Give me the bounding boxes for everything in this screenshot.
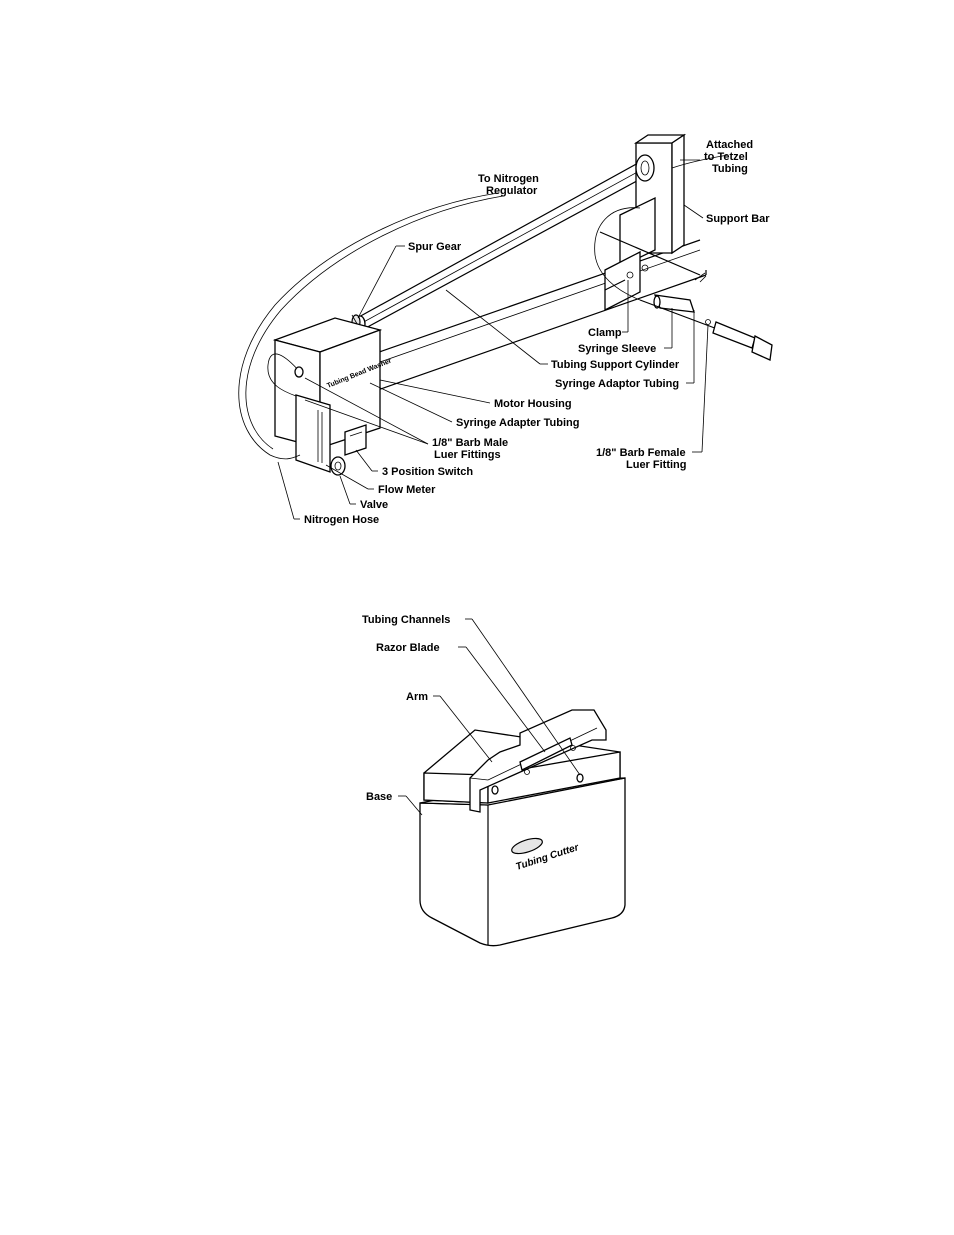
- label-barb-male-1: 1/8" Barb Male: [432, 437, 508, 449]
- label-barb-female-1: 1/8" Barb Female: [596, 447, 686, 459]
- tubing-channels: [491, 773, 584, 795]
- label-base: Base: [366, 791, 392, 803]
- label-support-bar: Support Bar: [706, 213, 770, 225]
- label-syringe-sleeve: Syringe Sleeve: [578, 343, 656, 355]
- adapter-tubing-loop: [267, 353, 301, 397]
- syringe-adaptor-tubing: [594, 207, 641, 301]
- label-syringe-adaptor-tubing: Syringe Adaptor Tubing: [555, 378, 679, 390]
- figure1-labels: Attached to Tetzel Tubing To Nitrogen Re…: [277, 139, 770, 526]
- syringe-sleeve: [653, 294, 695, 313]
- nitrogen-hose: [238, 192, 499, 460]
- barb-fitting-top: [294, 366, 304, 378]
- label-barb-male-2: Luer Fittings: [434, 449, 501, 461]
- label-razor-blade: Razor Blade: [376, 642, 440, 654]
- tubing-cutter-figure: Tubing Cutter: [419, 709, 626, 947]
- base-rails: [364, 239, 707, 396]
- label-barb-female-2: Luer Fitting: [626, 459, 687, 471]
- label-tubing-support-cylinder: Tubing Support Cylinder: [551, 359, 680, 371]
- valve: [330, 456, 346, 476]
- syringe: [639, 299, 773, 361]
- label-arm: Arm: [406, 691, 428, 703]
- label-attached-3: Tubing: [712, 163, 748, 175]
- label-nitrogen-hose: Nitrogen Hose: [304, 514, 379, 526]
- three-position-switch: [344, 424, 367, 456]
- label-spur-gear: Spur Gear: [408, 241, 462, 253]
- cutter-base: Tubing Cutter: [419, 777, 626, 947]
- label-motor-housing: Motor Housing: [494, 398, 572, 410]
- label-to-nitrogen-2: Regulator: [486, 185, 538, 197]
- flow-meter: [295, 394, 331, 473]
- label-attached-2: to Tetzel: [704, 151, 748, 163]
- label-flow-meter: Flow Meter: [378, 484, 436, 496]
- figure2-labels: Tubing Channels Razor Blade Arm Base: [362, 614, 581, 816]
- label-syringe-adapter-tubing: Syringe Adapter Tubing: [456, 417, 579, 429]
- clamp: [599, 196, 701, 312]
- label-clamp: Clamp: [588, 327, 622, 339]
- small-fitting: [694, 272, 707, 283]
- razor-blade: [519, 737, 576, 775]
- label-to-nitrogen-1: To Nitrogen: [478, 173, 539, 185]
- motor-housing: Tubing Bead Washer: [272, 317, 393, 449]
- label-valve: Valve: [360, 499, 388, 511]
- bead-washer-figure: Tubing Bead Washer: [238, 133, 773, 476]
- label-attached-1: Attached: [706, 139, 753, 151]
- label-tubing-channels: Tubing Channels: [362, 614, 450, 626]
- label-3-position-switch: 3 Position Switch: [382, 466, 473, 478]
